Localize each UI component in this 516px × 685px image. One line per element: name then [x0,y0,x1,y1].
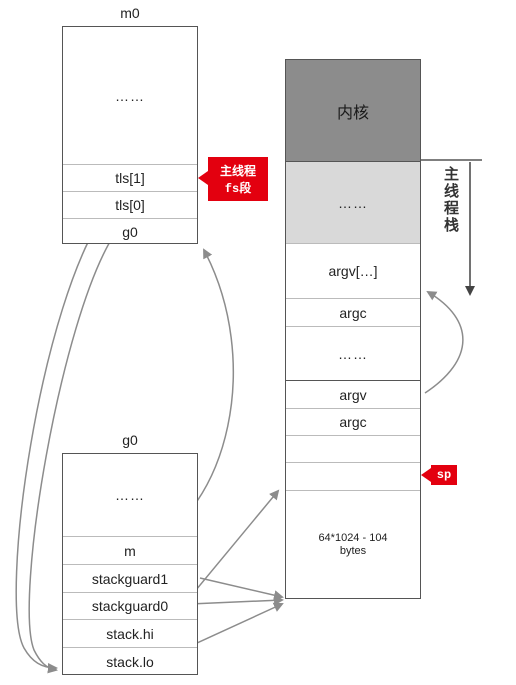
m0-struct: …… tls[1] tls[0] g0 [62,26,198,244]
sp-tag: sp [431,465,457,485]
fs-tag-line1: 主线程 [219,164,256,178]
m0-tls1: tls[1] [63,164,197,191]
stack-argv: argv [286,380,420,408]
g0-struct: …… m stackguard1 stackguard0 stack.hi st… [62,453,198,675]
kernel-region: 内核 [286,60,420,161]
g0-title: g0 [122,432,138,448]
g0-stackguard1: stackguard1 [63,564,197,592]
main-thread-stack: 内核 …… argv[…] argc …… argv argc 64*1024 … [285,59,421,599]
m0-ellipsis: …… [115,87,145,104]
sp-tag-pointer [421,468,431,482]
fs-tag-pointer [198,171,208,185]
g0-ellipsis: …… [115,487,145,503]
stack-upper-ellipsis: …… [286,161,420,243]
stack-empty-slot-2 [286,462,420,490]
m0-g0: g0 [63,218,197,244]
g0-stack-hi: stack.hi [63,619,197,647]
arrow-m0-g0-to-stack-lo [28,234,115,674]
arrow-stackguard1 [199,577,284,601]
main-thread-stack-label: 主线程栈 [442,166,459,234]
fs-segment-tag: 主线程 fs段 [208,157,268,201]
stack-argc-upper: argc [286,298,420,326]
stack-argv-array: argv[…] [286,243,420,298]
g0-m: m [63,536,197,564]
arrow-tls0-to-stack-lo [15,207,109,673]
fs-tag-line2: fs段 [224,182,252,196]
stack-argc: argc [286,408,420,435]
sp-tag-text: sp [436,468,452,482]
stack-empty-slot-1 [286,435,420,462]
stack-64k-region: 64*1024 - 104 bytes [286,490,420,598]
m0-tls0: tls[0] [63,191,197,218]
g0-stackguard0: stackguard0 [63,592,197,619]
arrow-stackguard0 [189,595,284,606]
arrow-argv-to-argv-array [424,290,464,394]
stack-mid-ellipsis: …… [286,326,420,380]
g0-stack-lo: stack.lo [63,647,197,675]
m0-title: m0 [120,5,140,21]
